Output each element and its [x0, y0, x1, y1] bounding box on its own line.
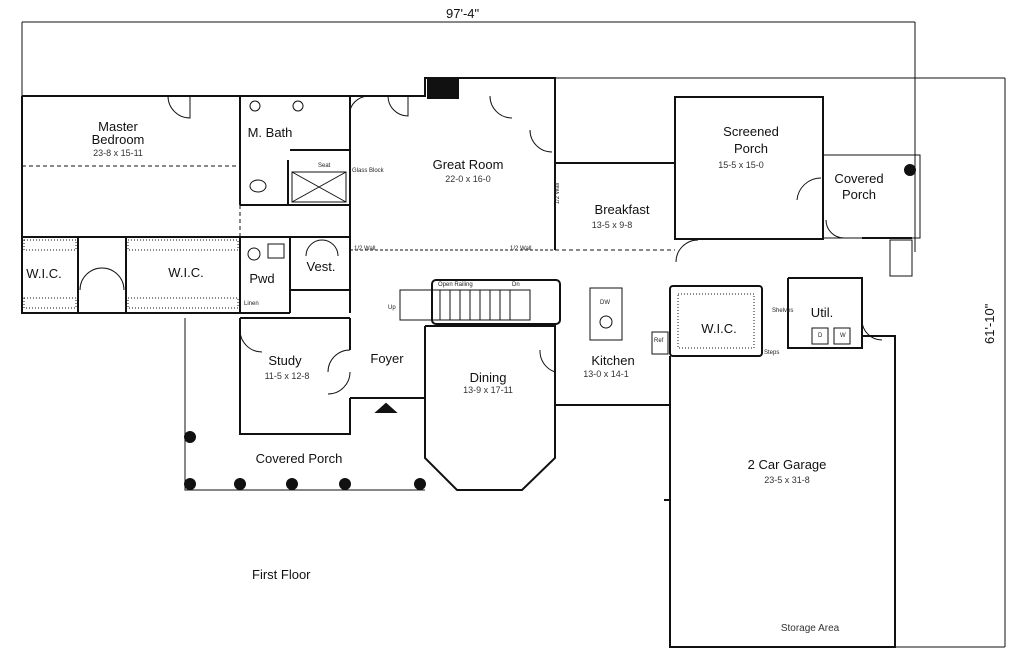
- bath-sink-1-icon: [249, 100, 261, 112]
- wic-right-outline: [669, 285, 763, 357]
- overall-width-label: 97'-4": [446, 6, 480, 21]
- porch-column-3: [234, 478, 246, 490]
- screened-porch-dims: 15-5 x 15-0: [718, 160, 764, 170]
- ref-note: Ref: [654, 338, 664, 344]
- garage-outline: [669, 335, 896, 648]
- glass-block-note: Glass Block: [352, 168, 384, 174]
- washer-icon: [833, 327, 851, 345]
- great-room-outline: [350, 77, 556, 250]
- breakfast-dims: 13-5 x 9-8: [591, 220, 633, 230]
- dining-dims: 13-9 x 17-11: [463, 385, 513, 395]
- porch-column-2: [184, 478, 196, 490]
- porch-column-1: [184, 431, 196, 443]
- kitchen-island: [589, 287, 623, 341]
- study-label: Study: [268, 353, 302, 368]
- porch-column-5: [339, 478, 351, 490]
- breakfast-label: Breakfast: [594, 202, 650, 217]
- screened-porch-label-1: Screened: [723, 124, 779, 139]
- wic-right-label: W.I.C.: [701, 321, 737, 336]
- porch-post-icon: [904, 164, 916, 176]
- garage-dims: 23-5 x 31-8: [764, 475, 810, 485]
- covered-porch-front-label: Covered Porch: [255, 451, 343, 466]
- covered-porch-side-label-1: Covered: [834, 171, 884, 186]
- study-dims: 11-5 x 12-8: [264, 371, 310, 381]
- wic-left-label: W.I.C.: [26, 266, 62, 281]
- wic-center-label: W.I.C.: [168, 265, 204, 280]
- wic-left-shelf-bottom: [23, 297, 77, 309]
- linen-note: Linen: [244, 301, 259, 307]
- overall-depth-label: 61'-10": [982, 303, 997, 344]
- dw-note: DW: [600, 300, 610, 306]
- pwd-sink-icon: [267, 243, 285, 259]
- stair-treads: [439, 290, 511, 320]
- entry-step-icon: [374, 402, 398, 413]
- steps-note: Steps: [764, 350, 780, 356]
- wic-left-shelf-top: [23, 239, 77, 251]
- storage-area-label: Storage Area: [780, 623, 840, 634]
- master-bedroom-label-1: Master: [98, 119, 138, 134]
- shelves-note: Shelves: [772, 308, 794, 314]
- dining-label: Dining: [469, 370, 507, 385]
- kitchen-dims: 13-0 x 14-1: [583, 369, 629, 379]
- great-room-dims: 22-0 x 16-0: [445, 174, 491, 184]
- half-wall-note-1: 1/2 Wall: [354, 246, 376, 252]
- master-bedroom-label-2: Bedroom: [91, 132, 145, 147]
- dryer-note: D: [818, 333, 823, 339]
- foyer-label: Foyer: [370, 351, 404, 366]
- pwd-toilet-icon: [247, 247, 261, 261]
- study-outline: [239, 318, 351, 435]
- stair-inner: [399, 289, 531, 321]
- seat-note: Seat: [318, 163, 331, 169]
- open-railing-note: Open Railing: [438, 282, 473, 288]
- up-note: Up: [388, 305, 396, 311]
- util-outline: [787, 277, 863, 349]
- half-wall-note-3: 1/2 Wall: [555, 182, 562, 205]
- floor-caption: First Floor: [252, 567, 311, 582]
- kitchen-label: Kitchen: [591, 353, 635, 368]
- stair-well: [431, 279, 561, 325]
- pwd-label: Pwd: [249, 271, 275, 286]
- util-closet: [889, 239, 913, 277]
- fireplace: [427, 79, 459, 99]
- master-wing-bottom: [21, 96, 290, 314]
- porch-column-6: [414, 478, 426, 490]
- screened-porch-label-2: Porch: [734, 141, 768, 156]
- half-wall-note-2: 1/2 Wall: [510, 246, 532, 252]
- ref-icon: [651, 331, 669, 355]
- covered-porch-side-label-2: Porch: [842, 187, 876, 202]
- great-room-label: Great Room: [432, 157, 504, 172]
- sink-icon: [599, 315, 613, 329]
- shower-x2: [291, 171, 347, 203]
- garage-label: 2 Car Garage: [747, 457, 827, 472]
- dn-note: Dn: [512, 282, 520, 288]
- dining-outline: [424, 325, 556, 491]
- m-bath-label: M. Bath: [247, 125, 293, 140]
- bath-sink-2-icon: [292, 100, 304, 112]
- glass-block-shower: [291, 171, 347, 203]
- porch-column-4: [286, 478, 298, 490]
- dryer-icon: [811, 327, 829, 345]
- master-bedroom-dims: 23-8 x 15-11: [93, 148, 143, 158]
- screened-porch-outline: [674, 96, 824, 240]
- wic-center-shelf-top: [127, 239, 239, 251]
- door-swings: [79, 95, 883, 395]
- wic-right-shelving: [677, 293, 755, 349]
- vest-label: Vest.: [306, 259, 336, 274]
- bath-toilet-icon: [249, 179, 267, 193]
- wic-center-shelf-bottom: [127, 297, 239, 309]
- util-label: Util.: [810, 305, 834, 320]
- washer-note: W: [840, 333, 846, 339]
